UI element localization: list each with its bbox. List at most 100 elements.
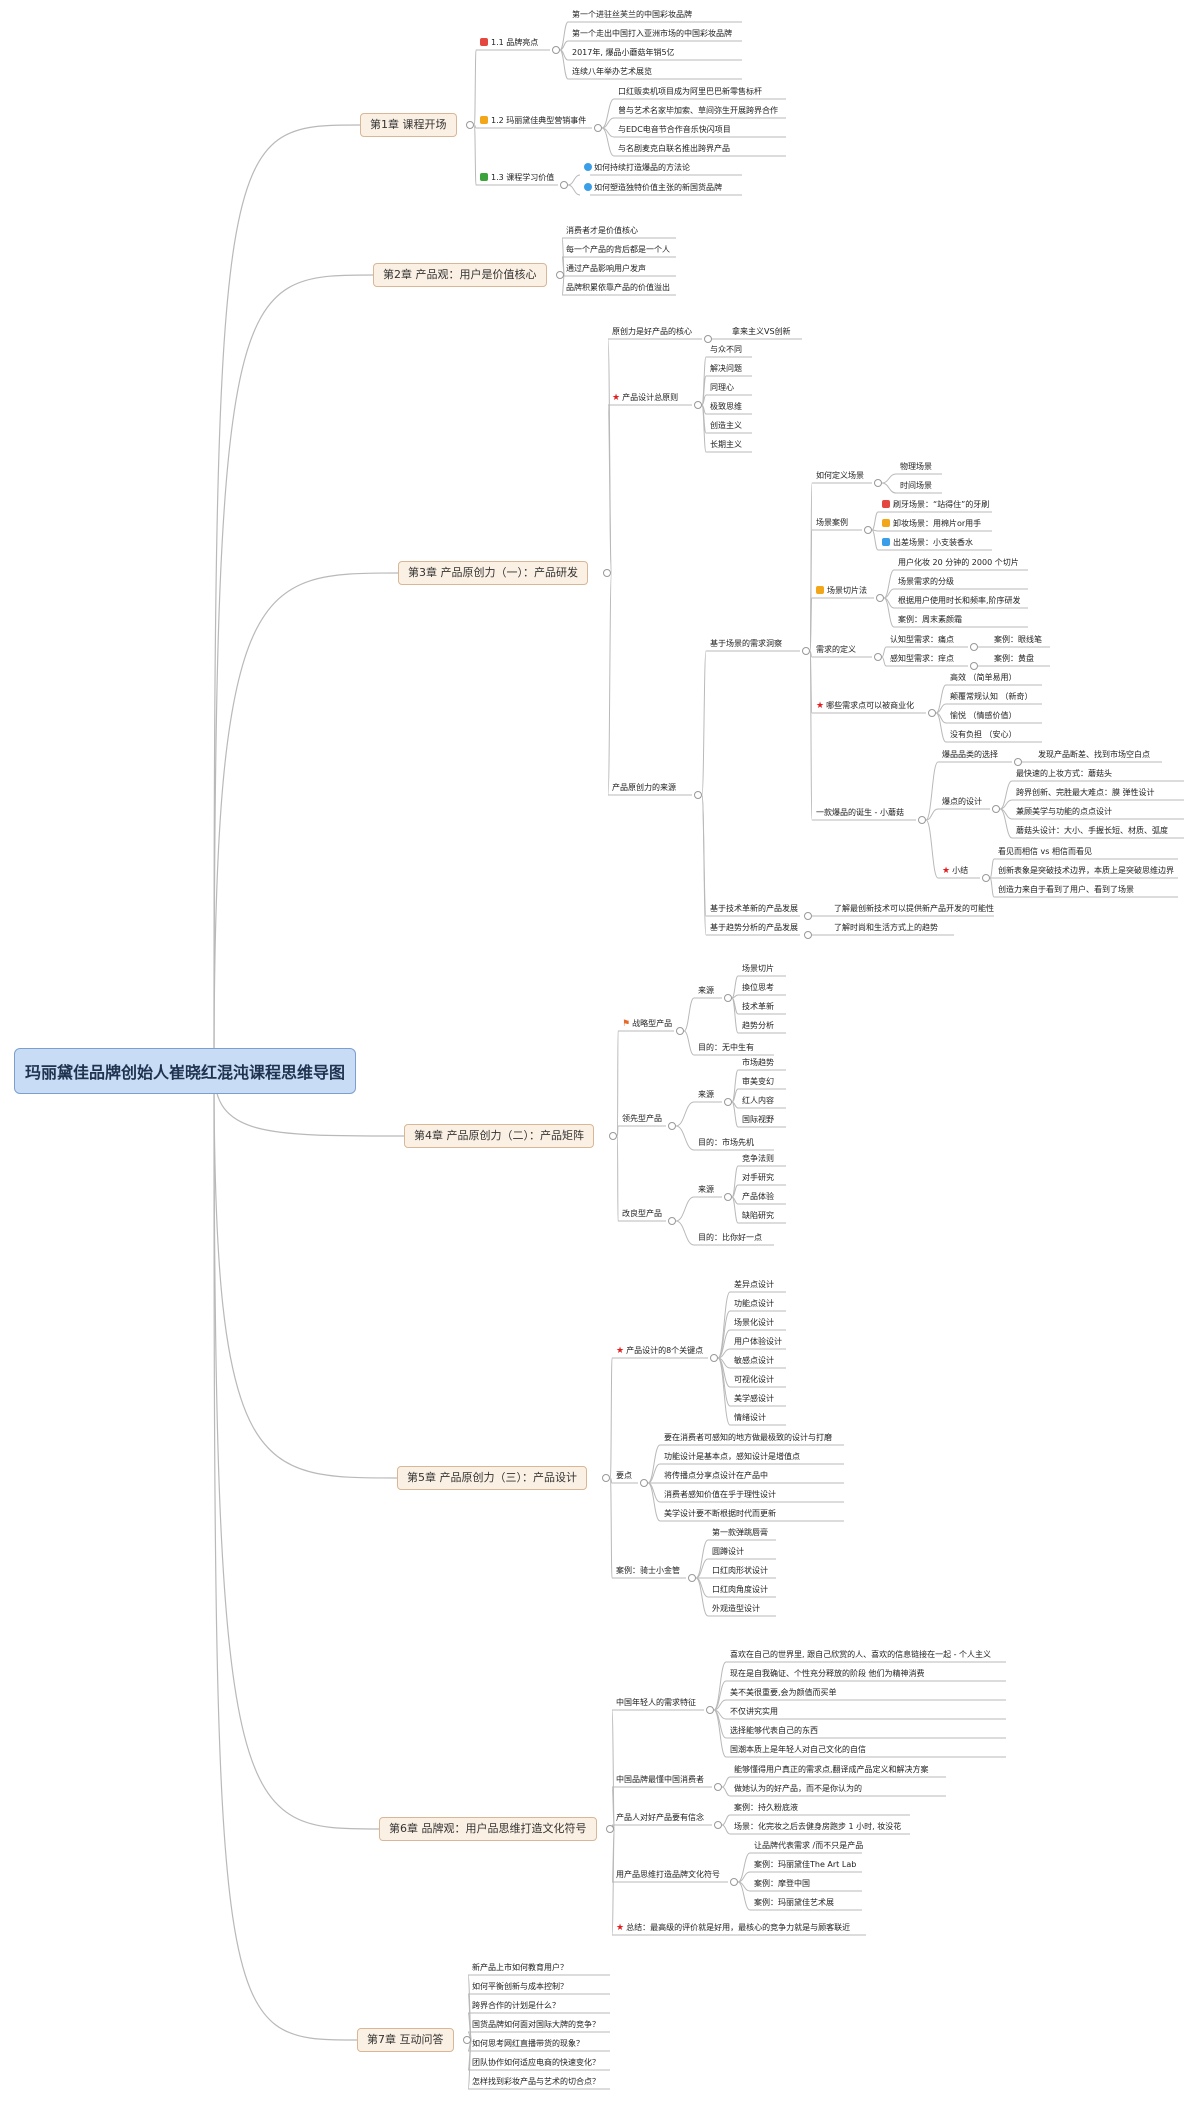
collapse-toggle[interactable] <box>724 1193 732 1201</box>
collapse-toggle[interactable] <box>609 1132 618 1140</box>
topic-label[interactable]: 目的：比你好一点 <box>698 1233 762 1243</box>
collapse-toggle[interactable] <box>676 1027 684 1035</box>
leaf-topic[interactable]: 美学设计要不断根据时代而更新 <box>664 1509 776 1519</box>
collapse-toggle[interactable] <box>640 1479 648 1487</box>
leaf-topic[interactable]: 同理心 <box>710 383 734 393</box>
leaf-topic[interactable]: 缺陷研究 <box>742 1211 774 1221</box>
chapter-ch1[interactable]: 第1章 课程开场 <box>360 113 457 137</box>
leaf-topic[interactable]: 如何平衡创新与成本控制？ <box>472 1982 568 1992</box>
chapter-ch3[interactable]: 第3章 产品原创力（一）：产品研发 <box>398 561 588 585</box>
leaf-topic[interactable]: 国潮本质上是年轻人对自己文化的自信 <box>730 1745 866 1755</box>
collapse-toggle[interactable] <box>970 662 978 670</box>
leaf-topic[interactable]: 解决问题 <box>710 364 742 374</box>
leaf-topic[interactable]: 口红贩卖机项目成为阿里巴巴新零售标杆 <box>618 87 762 97</box>
collapse-toggle[interactable] <box>730 1878 738 1886</box>
topic-label[interactable]: 案例：黄盘 <box>994 654 1034 664</box>
leaf-topic[interactable]: 案例：周末素颜霜 <box>898 615 962 625</box>
leaf-topic[interactable]: 案例：玛丽黛佳The Art Lab <box>754 1860 856 1870</box>
leaf-topic[interactable]: 审美变幻 <box>742 1077 774 1087</box>
collapse-toggle[interactable] <box>714 1821 722 1829</box>
leaf-topic[interactable]: 不仅讲究实用 <box>730 1707 778 1717</box>
topic-label[interactable]: 1.2 玛丽黛佳典型营销事件 <box>480 116 586 126</box>
leaf-topic[interactable]: 高效 （简单易用） <box>950 673 1017 683</box>
topic-label[interactable]: 发现产品断差、找到市场空白点 <box>1038 750 1150 760</box>
leaf-topic[interactable]: 美不美很重要,会为颜值而买单 <box>730 1688 837 1698</box>
leaf-topic[interactable]: 与EDC电音节合作音乐快闪项目 <box>618 125 731 135</box>
collapse-toggle[interactable] <box>918 816 926 824</box>
leaf-topic[interactable]: 第一款弹跳唇膏 <box>712 1528 768 1538</box>
collapse-toggle[interactable] <box>876 594 884 602</box>
leaf-topic[interactable]: 跨界合作的计划是什么？ <box>472 2001 560 2011</box>
collapse-toggle[interactable] <box>602 1474 611 1482</box>
leaf-topic[interactable]: 红人内容 <box>742 1096 774 1106</box>
topic-label[interactable]: 用产品思维打造品牌文化符号 <box>616 1870 720 1880</box>
topic-label[interactable]: ★总结：最高级的评价就是好用，最核心的竞争力就是与顾客联近 <box>616 1923 850 1933</box>
collapse-toggle[interactable] <box>724 994 732 1002</box>
collapse-toggle[interactable] <box>668 1122 676 1130</box>
leaf-topic[interactable]: 创新表象是突破技术边界，本质上是突破思维边界 <box>998 866 1174 876</box>
leaf-topic[interactable]: 最快速的上妆方式：蘑菇头 <box>1016 769 1112 779</box>
leaf-topic[interactable]: 怎样找到彩妆产品与艺术的切合点？ <box>472 2077 600 2087</box>
leaf-topic[interactable]: 场景：化完妆之后去健身房跑步 1 小时, 妆没花 <box>734 1822 901 1832</box>
topic-label[interactable]: 感知型需求：痒点 <box>890 654 954 664</box>
topic-label[interactable]: 基于场景的需求洞察 <box>710 639 782 649</box>
leaf-topic[interactable]: 愉悦 （情感价值） <box>950 711 1017 721</box>
leaf-topic[interactable]: 颠覆常规认知 （新奇） <box>950 692 1033 702</box>
chapter-ch6[interactable]: 第6章 品牌观：用户品思维打造文化符号 <box>379 1817 597 1841</box>
topic-label[interactable]: 案例：骑士小金管 <box>616 1566 680 1576</box>
leaf-topic[interactable]: 让品牌代表需求 /而不只是产品 <box>754 1841 863 1851</box>
leaf-topic[interactable]: 新产品上市如何教育用户？ <box>472 1963 568 1973</box>
leaf-topic[interactable]: 蘑菇头设计：大小、手握长短、材质、弧度 <box>1016 826 1168 836</box>
collapse-toggle[interactable] <box>1014 758 1022 766</box>
leaf-topic[interactable]: 喜欢在自己的世界里, 跟自己欣赏的人、喜欢的信息链接在一起 - 个人主义 <box>730 1650 991 1660</box>
leaf-topic[interactable]: 场景切片 <box>742 964 774 974</box>
leaf-topic[interactable]: 竞争法则 <box>742 1154 774 1164</box>
leaf-topic[interactable]: 没有负担 （安心） <box>950 730 1017 740</box>
leaf-topic[interactable]: 国货品牌如何面对国际大牌的竞争？ <box>472 2020 600 2030</box>
collapse-toggle[interactable] <box>594 124 602 132</box>
topic-label[interactable]: 场景切片法 <box>816 586 867 596</box>
leaf-topic[interactable]: 长期主义 <box>710 440 742 450</box>
leaf-topic[interactable]: 时间场景 <box>900 481 932 491</box>
collapse-toggle[interactable] <box>694 791 702 799</box>
leaf-topic[interactable]: 选择能够代表自己的东西 <box>730 1726 818 1736</box>
leaf-topic[interactable]: 连续八年举办艺术展览 <box>572 67 652 77</box>
topic-label[interactable]: 要点 <box>616 1471 632 1481</box>
topic-label[interactable]: ★小结 <box>942 866 968 876</box>
topic-label[interactable]: 目的：无中生有 <box>698 1043 754 1053</box>
leaf-topic[interactable]: 用户化妆 20 分钟的 2000 个切片 <box>898 558 1019 568</box>
leaf-topic[interactable]: 场景需求的分级 <box>898 577 954 587</box>
chapter-ch2[interactable]: 第2章 产品观：用户是价值核心 <box>373 263 547 287</box>
collapse-toggle[interactable] <box>874 653 882 661</box>
leaf-topic[interactable]: 现在是自我确证、个性充分释放的阶段 他们为精神消费 <box>730 1669 925 1679</box>
collapse-toggle[interactable] <box>463 2036 472 2044</box>
topic-label[interactable]: 需求的定义 <box>816 645 856 655</box>
collapse-toggle[interactable] <box>802 647 810 655</box>
leaf-topic[interactable]: 情绪设计 <box>734 1413 766 1423</box>
topic-label[interactable]: 来源 <box>698 1090 714 1100</box>
topic-label[interactable]: 产品人对好产品要有信念 <box>616 1813 704 1823</box>
topic-label[interactable]: 来源 <box>698 1185 714 1195</box>
topic-label[interactable]: ★产品设计总原则 <box>612 393 678 403</box>
leaf-topic[interactable]: 功能点设计 <box>734 1299 774 1309</box>
topic-label[interactable]: 认知型需求：痛点 <box>890 635 954 645</box>
topic-label[interactable]: ★产品设计的8个关键点 <box>616 1346 703 1356</box>
leaf-topic[interactable]: 将传播点分享点设计在产品中 <box>664 1471 768 1481</box>
leaf-topic[interactable]: 国际视野 <box>742 1115 774 1125</box>
leaf-topic[interactable]: 品牌积累依靠产品的价值溢出 <box>566 283 670 293</box>
topic-label[interactable]: 1.1 品牌亮点 <box>480 38 538 48</box>
leaf-topic[interactable]: 口红肉角度设计 <box>712 1585 768 1595</box>
collapse-toggle[interactable] <box>710 1354 718 1362</box>
root-topic[interactable]: 玛丽黛佳品牌创始人崔晓红混沌课程思维导图 <box>14 1048 356 1094</box>
collapse-toggle[interactable] <box>560 181 568 189</box>
topic-label[interactable]: 场景案例 <box>816 518 848 528</box>
collapse-toggle[interactable] <box>804 931 812 939</box>
topic-label[interactable]: 一款爆品的诞生 - 小蘑菇 <box>816 808 904 818</box>
collapse-toggle[interactable] <box>992 805 1000 813</box>
leaf-topic[interactable]: 通过产品影响用户发声 <box>566 264 646 274</box>
topic-label[interactable]: 了解时尚和生活方式上的趋势 <box>834 923 938 933</box>
leaf-topic[interactable]: 根据用户使用时长和频率,阶序研发 <box>898 596 1021 606</box>
collapse-toggle[interactable] <box>694 401 702 409</box>
leaf-topic[interactable]: 兼顾美学与功能的点点设计 <box>1016 807 1112 817</box>
topic-label[interactable]: 基于技术革新的产品发展 <box>710 904 798 914</box>
